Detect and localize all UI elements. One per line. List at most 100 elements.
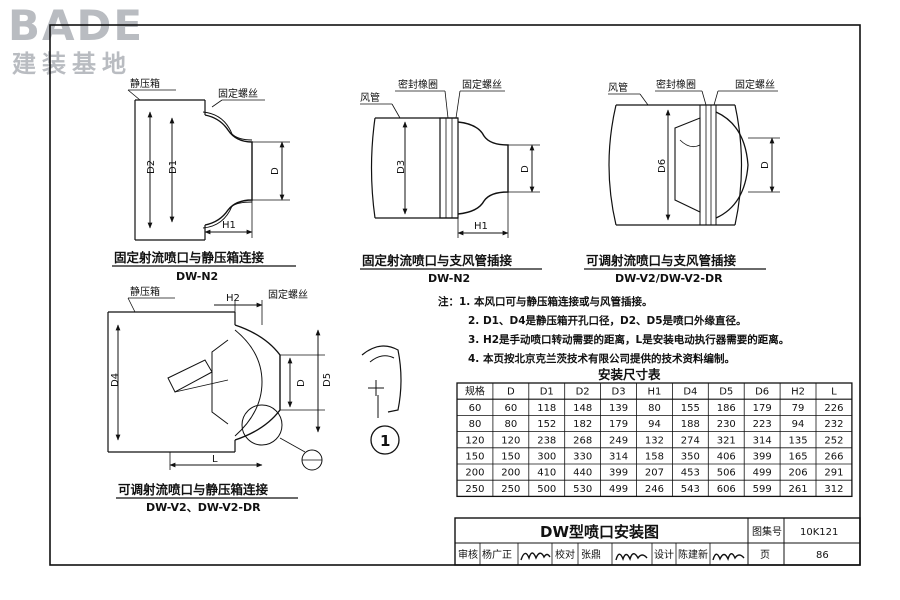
note-2: 2. D1、D4是静压箱开孔口径，D2、D5是喷口外缘直径。 [468, 314, 747, 327]
fig1-screw-label: 固定螺丝 [218, 87, 258, 100]
table-cell: 291 [824, 468, 843, 479]
reviewer-name: 杨广正 [482, 548, 512, 561]
table-cell: 232 [824, 419, 843, 430]
fig1-d-label: D [270, 167, 281, 175]
table-title: 安装尺寸表 [598, 367, 661, 382]
checker-name: 张鼎 [581, 549, 601, 561]
fig3-model: DW-V2/DW-V2-DR [615, 272, 723, 285]
check-label: 校对 [555, 548, 575, 561]
table-cell: 238 [537, 435, 556, 446]
table-header-cell: H2 [791, 387, 805, 398]
fig1-box-label: 静压箱 [130, 77, 160, 90]
fig3-duct-label: 风管 [608, 81, 628, 94]
table-cell: 410 [537, 468, 556, 479]
table-cell: 506 [717, 468, 736, 479]
fig4-h2-label: H2 [226, 293, 240, 304]
table-header-cell: D5 [719, 387, 733, 398]
fig4-caption: 可调射流喷口与静压箱连接 [118, 482, 269, 497]
figure-4: 静压箱 H2 固定螺丝 D4 D D5 L 可调射流喷口与静压箱连接 DW-V2… [107, 285, 333, 514]
table-cell: 440 [573, 468, 592, 479]
figure-1: 静压箱 固定螺丝 D2 D1 D H1 固定射流喷口与静压箱连接 DW-N2 [112, 77, 296, 283]
table-header-cell: H1 [648, 387, 662, 398]
table-cell: 179 [753, 403, 772, 414]
table-cell: 135 [789, 435, 808, 446]
logo-subtitle: 建装基地 [12, 50, 132, 78]
fig3-d-label: D [760, 161, 771, 169]
table-cell: 399 [753, 452, 772, 463]
design-label: 设计 [654, 548, 674, 561]
table-cell: 321 [717, 435, 736, 446]
fig2-d-label: D [520, 165, 531, 173]
reviewer-signature [520, 552, 551, 561]
table-cell: 530 [573, 484, 592, 495]
table-header-cell: D [507, 387, 515, 398]
table-cell: 268 [573, 435, 592, 446]
table-cell: 155 [681, 403, 700, 414]
table-cell: 94 [792, 419, 805, 430]
titleblock-title: DW型喷口安装图 [540, 523, 659, 541]
table-cell: 252 [824, 435, 843, 446]
table-cell: 453 [681, 468, 700, 479]
table-cell: 350 [681, 452, 700, 463]
fig2-caption: 固定射流喷口与支风管插接 [362, 253, 513, 268]
table-cell: 200 [501, 468, 520, 479]
fig1-caption: 固定射流喷口与静压箱连接 [114, 250, 265, 265]
table-header-cell: D6 [755, 387, 769, 398]
table-cell: 330 [573, 452, 592, 463]
table-header-cell: D4 [683, 387, 697, 398]
fig4-d4-label: D4 [110, 373, 121, 387]
table-cell: 300 [537, 452, 556, 463]
table-cell: 150 [465, 452, 484, 463]
fig2-duct-label: 风管 [360, 91, 380, 104]
table-cell: 314 [753, 435, 772, 446]
figure-3: 风管 密封橡圈 固定螺丝 D6 D 可调射流喷口与支风管插接 DW-V2/DW-… [584, 78, 780, 285]
table-cell: 266 [824, 452, 843, 463]
detail-1: 1 [361, 345, 402, 455]
table-cell: 139 [609, 403, 628, 414]
fig1-d2-label: D2 [146, 160, 157, 174]
table-cell: 186 [717, 403, 736, 414]
table-cell: 200 [465, 468, 484, 479]
table-border [456, 382, 853, 498]
table-cell: 182 [573, 419, 592, 430]
table-cell: 261 [789, 484, 808, 495]
fig3-screw-label: 固定螺丝 [735, 78, 775, 91]
table-header-cell: D1 [540, 387, 554, 398]
fig2-screw-label: 固定螺丝 [462, 78, 502, 91]
fig4-screw-label: 固定螺丝 [268, 288, 308, 301]
table-cell: 226 [824, 403, 843, 414]
table-cell: 132 [645, 435, 664, 446]
checker-signature [615, 553, 648, 562]
table-cell: 500 [537, 484, 556, 495]
fig4-d-label: D [296, 379, 307, 387]
table-cell: 152 [537, 419, 556, 430]
table-cell: 223 [753, 419, 772, 430]
table-cell: 120 [501, 435, 520, 446]
table-cell: 314 [609, 452, 628, 463]
fig4-box-label: 静压箱 [130, 285, 160, 298]
table-cell: 250 [501, 484, 520, 495]
table-cell: 188 [681, 419, 700, 430]
table-cell: 499 [753, 468, 772, 479]
table-cell: 60 [469, 403, 482, 414]
table-cell: 94 [648, 419, 661, 430]
table-cell: 60 [504, 403, 517, 414]
table-cell: 606 [717, 484, 736, 495]
atlas-number: 10K121 [800, 527, 838, 538]
designer-name: 陈建新 [678, 548, 708, 561]
fig3-d6-label: D6 [657, 159, 668, 173]
figure-2: 风管 密封橡圈 固定螺丝 D3 D H1 固定射流喷口与支风管插接 DW-N2 [360, 78, 542, 285]
designer-signature [712, 553, 745, 562]
table-cell: 499 [609, 484, 628, 495]
table-cell: 250 [465, 484, 484, 495]
review-label: 审核 [458, 548, 478, 561]
fig4-d5-label: D5 [322, 373, 333, 387]
table-header-cell: D2 [576, 387, 590, 398]
table-cell: 179 [609, 419, 628, 430]
table-cell: 80 [469, 419, 482, 430]
fig2-h1-label: H1 [474, 221, 488, 232]
table-cell: 80 [504, 419, 517, 430]
